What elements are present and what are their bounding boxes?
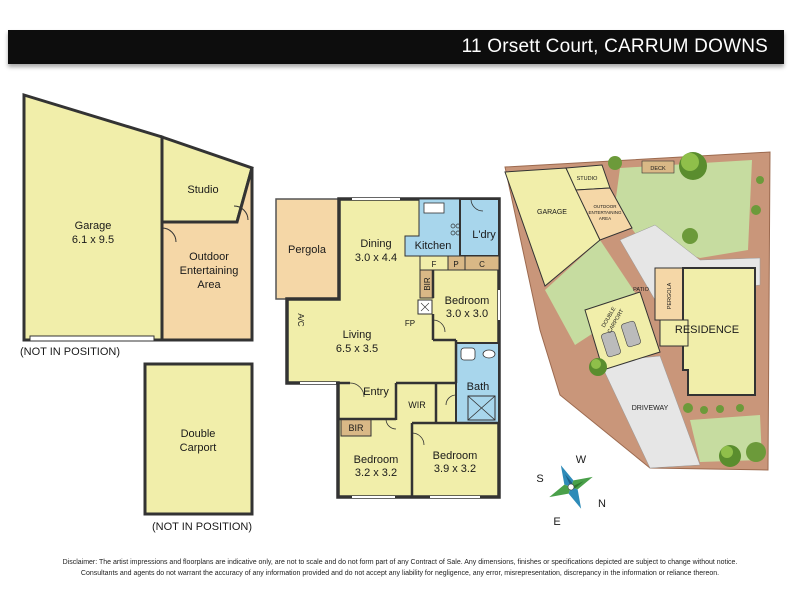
kitchen-label: Kitchen [415,240,452,252]
garage-door [29,335,155,342]
outbuildings-plan: Garage 6.1 x 9.5 Studio Outdoor Entertai… [20,92,254,533]
carport-label-1: Double [181,428,216,440]
outdoor-label-3: Area [197,279,221,291]
residence-wing [659,319,689,347]
fridge-label: F [432,260,437,269]
disclaimer-line-2: Consultants and agents do not warrant th… [80,570,720,577]
compass-east: E [553,516,560,528]
door-swing [233,205,249,221]
studio-label: Studio [187,184,218,196]
cupboard [464,255,500,271]
site-residence-label: RESIDENCE [675,324,739,336]
side-lawn [545,240,640,345]
bedroom3-dims: 3.9 x 3.2 [434,463,476,475]
not-in-position-note: (NOT IN POSITION) [20,346,120,358]
disclaimer: Disclaimer: The artist impressions and f… [0,557,800,579]
door-swing [161,227,177,243]
cupboard-label: C [479,260,485,269]
title-banner: 11 Orsett Court, CARRUM DOWNS [8,30,784,64]
car [601,330,621,358]
site-pergola [654,267,684,321]
site-residence [682,267,756,396]
site-deck-label: DECK [650,166,666,172]
compass-south: S [536,473,543,485]
page-title: 11 Orsett Court, CARRUM DOWNS [461,36,768,57]
site-studio-label: STUDIO [577,176,599,182]
not-in-position-note: (NOT IN POSITION) [152,521,252,533]
compass: W S N E [536,454,606,528]
compass-north: N [598,498,606,510]
front-lawn [690,415,762,462]
bir-label-1: BIR [423,277,432,291]
outdoor-area-room [160,167,254,342]
fp-label: FP [405,319,415,328]
outdoor-label-2: Entertaining [180,265,239,277]
carport-label-2: Carport [180,442,217,454]
laundry-area [459,198,500,257]
site-plan: GARAGE STUDIO OUTDOOR ENTERTAINING AREA … [504,151,771,471]
ac-label: A/C [296,313,305,327]
cooktop [450,223,456,229]
cooktop [455,223,461,229]
wir-label: WIR [408,400,426,410]
site-outdoor-label-1: OUTDOOR [594,204,618,209]
studio-room [160,134,254,224]
double-carport [143,362,254,516]
cooktop [450,230,456,236]
site-outdoor-label-3: AREA [599,216,611,221]
basin [460,347,476,361]
shower-cross [467,395,496,421]
site-garage-label: GARAGE [537,209,567,216]
car [621,320,641,348]
kitchen-sink [423,202,445,214]
bedroom2-label: Bedroom [354,454,399,466]
pergola-label: Pergola [288,244,327,256]
site-patio-label: PATIO [633,287,649,293]
outdoor-label-1: Outdoor [189,251,229,263]
bedroom1-dims: 3.0 x 3.0 [446,308,488,320]
site-outdoor-label-2: ENTERTAINING [588,210,622,215]
site-deck [641,160,675,174]
compass-west: W [576,454,587,466]
door-swings [349,198,484,446]
site-driveway-label: DRIVEWAY [632,405,669,412]
dining-dims: 3.0 x 4.4 [355,252,397,264]
site-outdoor-area [575,187,633,241]
bedroom1-label: Bedroom [445,295,490,307]
pantry-label: P [453,260,458,269]
toilet [482,349,496,359]
windows [300,198,500,498]
bedroom3-label: Bedroom [433,450,478,462]
bath-label: Bath [467,381,490,393]
trees [589,152,766,467]
living-label: Living [343,329,372,341]
disclaimer-line-1: Disclaimer: The artist impressions and f… [62,559,738,566]
bedroom2-dims: 3.2 x 3.2 [355,467,397,479]
site-pergola-label: PERGOLA [667,282,673,309]
bir-label-2: BIR [348,423,364,433]
dining-label: Dining [360,238,391,250]
living-dims: 6.5 x 3.5 [336,343,378,355]
house-plan: Pergola Dining 3.0 x 4.4 Kitchen L'dry F… [275,197,501,499]
laundry-label: L'dry [472,229,496,241]
entry-label: Entry [363,386,389,398]
garage-room [22,92,164,342]
garage-label: Garage [75,220,112,232]
interior-walls [337,199,499,497]
garage-dims: 6.1 x 9.5 [72,234,114,246]
cooktop [455,230,461,236]
